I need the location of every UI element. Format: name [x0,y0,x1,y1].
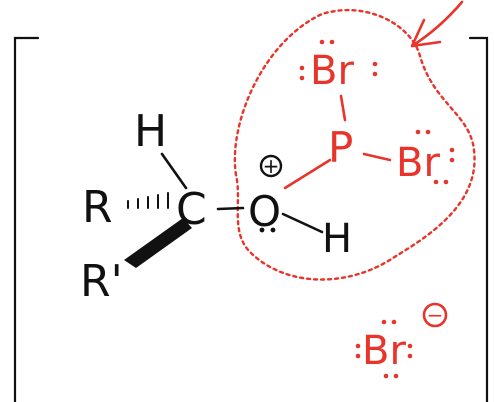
arrow-icon [410,0,464,48]
bond-c-h [160,152,188,190]
left-bracket [13,36,40,402]
pbr2-group [283,94,392,190]
atom-h-right: H [322,216,352,262]
atom-br-top: Br [310,48,354,94]
alcohol-skeleton [127,152,324,234]
positive-charge-sign: + [263,154,280,178]
negative-charge-sign: − [427,303,444,327]
bond-o-h [281,212,324,234]
atom-h-top: H [134,106,167,157]
negative-charge: − [422,302,448,328]
bond-p-br-right [362,152,392,162]
leaving-group-highlight [233,8,476,281]
bromide-ion: Br − [355,302,448,379]
positive-charge: + [259,154,283,178]
reaction-bracket [13,36,489,402]
bromide-lone-pairs [355,319,413,379]
bond-p-br-top [339,94,347,122]
atom-r-prime: R' [80,256,123,307]
right-bracket [468,36,489,402]
solid-wedge-bond [124,218,192,268]
br-top-lone-pairs [299,39,378,81]
oxygen-lone-pairs [259,227,276,233]
bond-c-o [216,206,245,211]
atom-phosphorus: P [328,123,353,172]
atom-r: R [82,182,113,233]
atom-carbon: C [176,184,207,235]
charge-circle [259,154,283,178]
br-right-lone-pairs [415,129,455,185]
atom-br-right: Br [396,140,440,186]
hashed-wedge-bond [127,192,169,209]
atom-oxygen: O [248,187,281,236]
bond-o-p [283,158,332,190]
atom-br-free: Br [362,328,406,374]
negative-charge-circle [422,302,448,328]
